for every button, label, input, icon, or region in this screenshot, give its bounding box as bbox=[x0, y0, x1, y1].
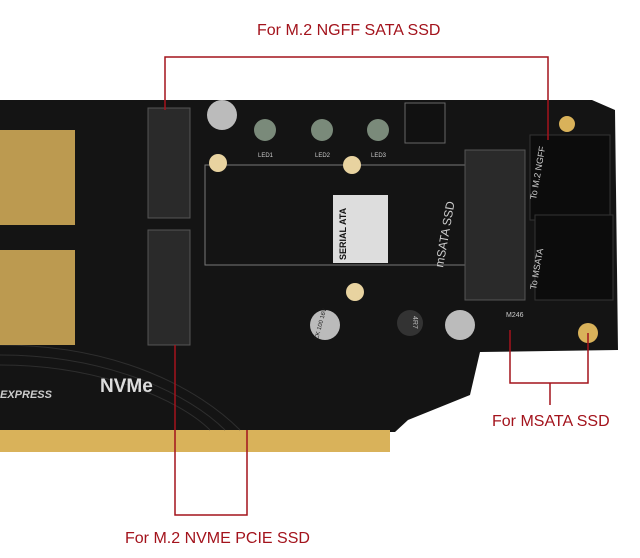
callout-lines bbox=[164, 56, 589, 516]
pci-express-print: EXPRESS bbox=[0, 389, 53, 401]
mount-hole bbox=[346, 283, 364, 301]
led3-print: LED3 bbox=[371, 153, 387, 159]
led-2 bbox=[311, 119, 333, 141]
capacitor bbox=[310, 310, 340, 340]
led-3 bbox=[367, 119, 389, 141]
mount-hole bbox=[559, 116, 575, 132]
mount-hole bbox=[343, 156, 361, 174]
capacitor bbox=[207, 100, 237, 130]
nvme-print: NVMe bbox=[100, 376, 153, 397]
capacitor bbox=[445, 310, 475, 340]
inductor bbox=[397, 310, 423, 336]
callout-ngff-sata: For M.2 NGFF SATA SSD bbox=[257, 22, 441, 39]
gold-fingers bbox=[0, 430, 390, 452]
serial-ata-print: SERIAL ATA bbox=[338, 207, 348, 260]
callout-msata: For MSATA SSD bbox=[492, 413, 610, 430]
m2-slot-nvme bbox=[147, 229, 191, 346]
m246-print: M246 bbox=[506, 312, 524, 319]
mount-hole bbox=[209, 154, 227, 172]
serial-ata-logo bbox=[333, 195, 388, 263]
led-1 bbox=[254, 119, 276, 141]
led2-print: LED2 bbox=[315, 153, 331, 159]
sata-port-bottom bbox=[534, 214, 614, 301]
m2-slot-ngff bbox=[147, 107, 191, 219]
callout-nvme-pcie: For M.2 NVME PCIE SSD bbox=[125, 530, 310, 547]
gold-pad-2 bbox=[0, 250, 75, 345]
inductor-print: 4R7 bbox=[411, 316, 418, 329]
gold-pad-1 bbox=[0, 130, 75, 225]
led1-print: LED1 bbox=[258, 153, 274, 159]
msata-slot bbox=[464, 149, 526, 301]
fan-header bbox=[404, 102, 446, 144]
sata-port-top bbox=[529, 134, 611, 221]
